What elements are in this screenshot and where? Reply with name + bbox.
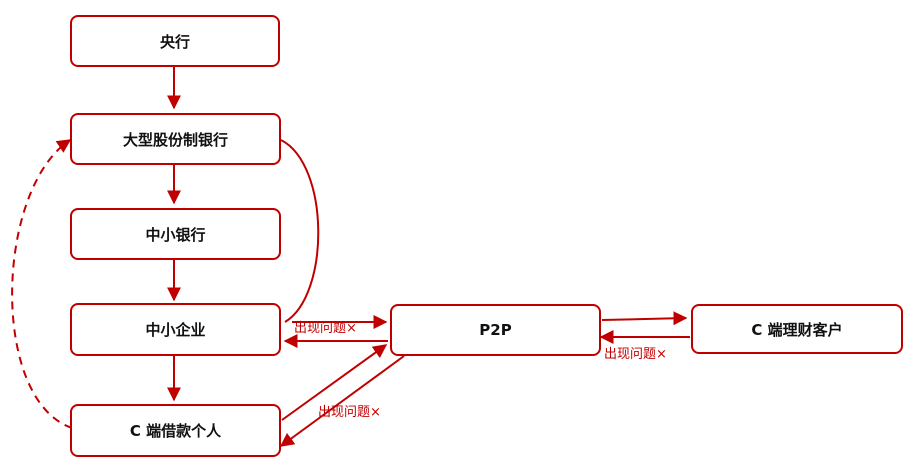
node-c-investor: C 端理财客户 bbox=[691, 304, 903, 354]
node-p2p: P2P bbox=[390, 304, 601, 356]
edge-p2p-to-borrower bbox=[279, 355, 405, 447]
node-central-bank: 央行 bbox=[70, 15, 280, 67]
edge-borrower-to-large-dashed bbox=[11, 139, 73, 429]
node-sme: 中小企业 bbox=[70, 303, 281, 356]
label-p2p-borrower-problem: 出现问题× bbox=[318, 405, 381, 420]
label-sme-p2p-problem: 出现问题× bbox=[294, 321, 357, 336]
edge-p2p-to-investor bbox=[601, 311, 688, 326]
label-p2p-investor-problem: 出现问题× bbox=[604, 347, 667, 362]
node-small-bank: 中小银行 bbox=[70, 208, 281, 260]
edge-large-to-sme-curve bbox=[280, 139, 320, 323]
node-c-borrower: C 端借款个人 bbox=[70, 404, 281, 457]
node-large-bank: 大型股份制银行 bbox=[70, 113, 281, 165]
edge-borrower-to-p2p bbox=[281, 344, 388, 421]
